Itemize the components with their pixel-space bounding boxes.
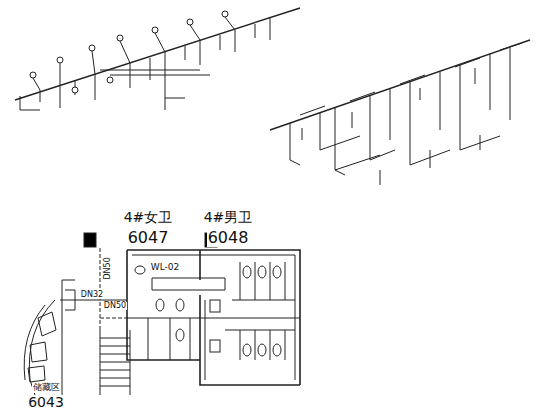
room-label: 6048 <box>207 229 250 247</box>
room-label: 6047 <box>127 229 170 247</box>
pipe-size: DN50 <box>103 302 127 311</box>
isometric-diagram-left <box>15 8 300 110</box>
floor-plan <box>24 233 300 395</box>
isometric-diagram-right <box>270 40 530 185</box>
pipe-size: DN32 <box>80 291 104 300</box>
room-label: 4#男卫 <box>203 210 254 225</box>
tag-label: 储藏区 <box>32 383 61 393</box>
tag-label: 6043 <box>27 395 65 410</box>
room-label: 4#女卫 <box>123 210 174 225</box>
pipe-size: DN50 <box>104 256 113 280</box>
tag-label: WL-02 <box>150 263 180 273</box>
